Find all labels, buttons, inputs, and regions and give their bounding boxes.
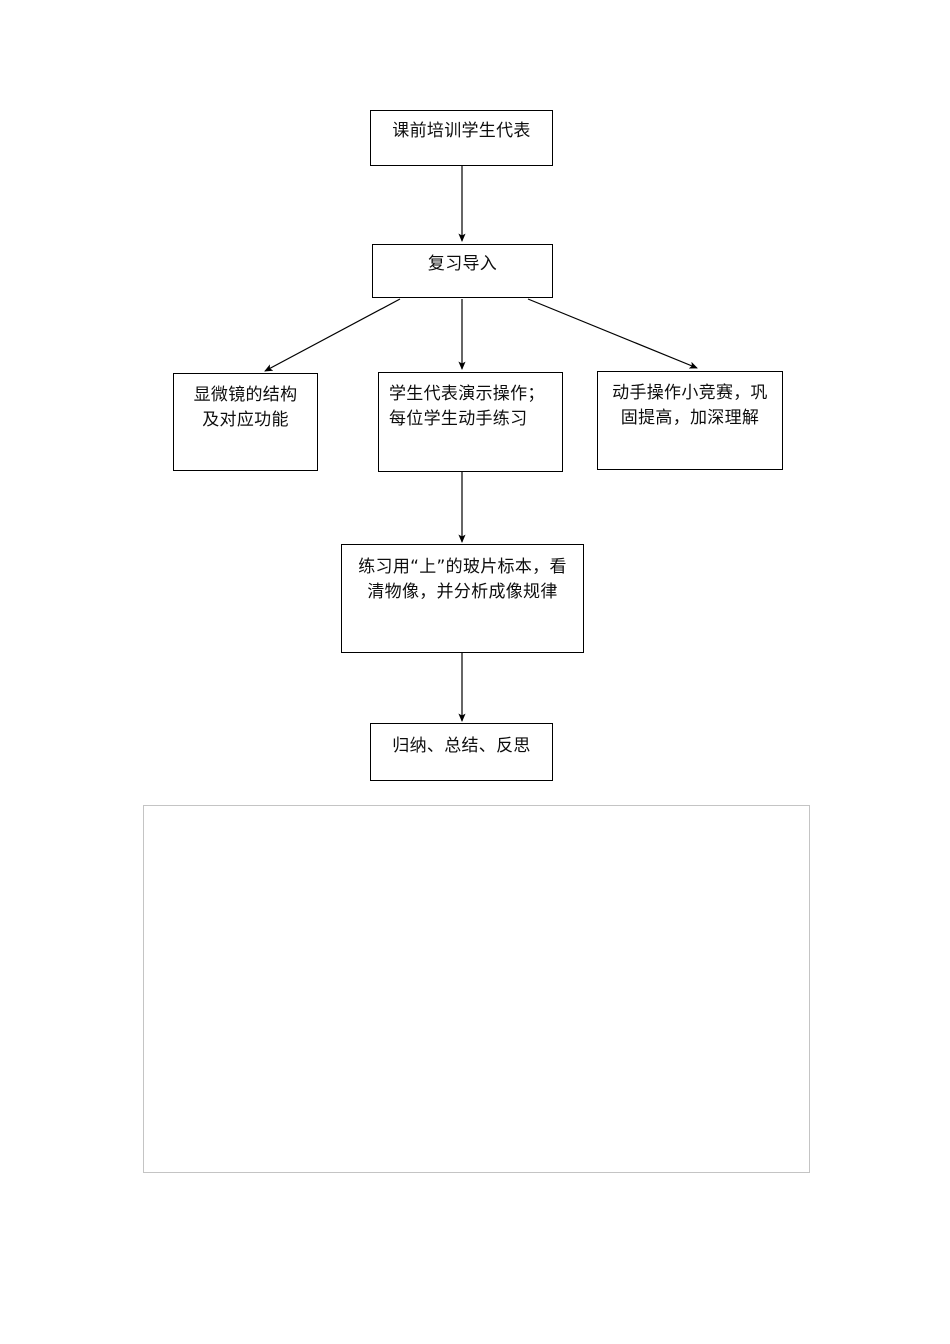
flow-node-demo-label: 学生代表演示操作； 每位学生动手练习 (389, 384, 545, 429)
flow-node-contest-label: 动手操作小竞赛，巩 固提高，加深理解 (612, 383, 768, 428)
flow-node-review: 复习导入 (372, 244, 553, 298)
flow-node-pretrain: 课前培训学生代表 (370, 110, 553, 166)
flow-node-practice-label: 练习用“上”的玻片标本，看 清物像，并分析成像规律 (358, 557, 567, 602)
edge-review-structure (264, 298, 401, 372)
flow-node-summary: 归纳、总结、反思 (370, 723, 553, 781)
flow-node-structure-label: 显微镜的结构 及对应功能 (193, 385, 298, 430)
flow-node-pretrain-label: 课前培训学生代表 (392, 121, 531, 141)
flow-node-demo: 学生代表演示操作； 每位学生动手练习 (378, 372, 563, 472)
flow-node-practice: 练习用“上”的玻片标本，看 清物像，并分析成像规律 (341, 544, 584, 653)
flow-node-summary-label: 归纳、总结、反思 (392, 736, 531, 756)
empty-content-panel (143, 805, 810, 1173)
flow-node-contest: 动手操作小竞赛，巩 固提高，加深理解 (597, 371, 783, 470)
flow-node-structure: 显微镜的结构 及对应功能 (173, 373, 318, 471)
edge-review-contest (527, 298, 698, 369)
flow-node-review-label: 复习导入 (427, 254, 498, 274)
